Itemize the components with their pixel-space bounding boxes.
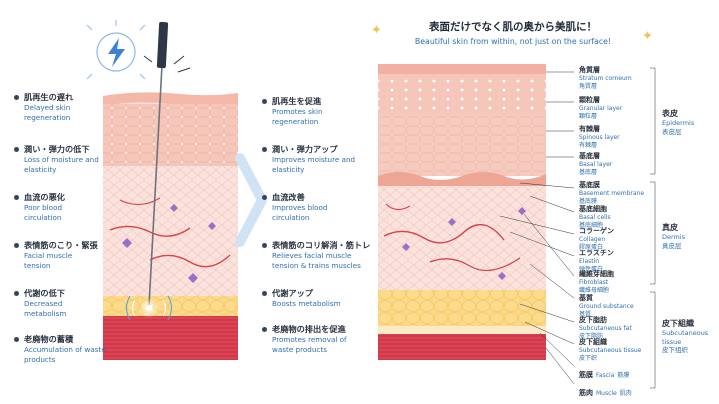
problem-list: 肌再生の遅れ Delayed skin regeneration 潤い・弾力の低… <box>14 0 114 404</box>
list-item: 表情筋のコリ解消・筋トレ Relieves facial muscle tens… <box>262 240 376 270</box>
group-label-epidermis: 表皮 Epidermis 表皮层 <box>662 109 695 136</box>
bullet-icon <box>262 291 267 296</box>
benefit-list: 肌再生を促進 Promotes skin regeneration 潤い・弾力ア… <box>262 0 372 404</box>
list-item: 代謝の低下 Decreased metabolism <box>14 288 90 318</box>
layer-label-fibroblast: 繊維芽細胞 Fibroblast 纖維母細胞 <box>579 270 614 294</box>
bullet-icon <box>262 147 267 152</box>
list-item: 老廃物の排出を促進 Promotes removal of waste prod… <box>262 324 364 354</box>
layer-label-basal: 基底層 Basal layer 基底層 <box>579 152 613 176</box>
layer-label-basement-membrane: 基底膜 Basement membrane 基底膜 <box>579 181 645 205</box>
left-skin-diagram <box>103 92 238 361</box>
layer-label-ground-substance: 基質 Ground substance 基質 <box>579 294 634 318</box>
list-item: 肌再生を促進 Promotes skin regeneration <box>262 96 348 126</box>
layer-label-granular: 顆粒層 Granular layer 顆粒層 <box>579 96 623 120</box>
bullet-icon <box>14 337 19 342</box>
list-item: 老廃物の蓄積 Accumulation of waste products <box>14 334 108 364</box>
list-item: 潤い・弾力アップ Improves moisture and elasticit… <box>262 144 364 174</box>
bullet-icon <box>262 327 267 332</box>
lightning-bolt-icon <box>86 20 146 80</box>
list-item: 代謝アップ Boosts metabolism <box>262 288 372 309</box>
page-title: 表面だけでなく肌の奥から美肌に！ <box>429 21 597 33</box>
sparkle-icon: ✦ <box>371 23 382 38</box>
layer-label-subcutaneous-tissue: 皮下組織 Subcutaneous tissue 皮下织 <box>579 338 642 362</box>
list-item: 潤い・弾力の低下 Loss of moisture and elasticity <box>14 144 108 174</box>
right-skin-diagram <box>378 64 546 360</box>
list-item: 血流改善 Improves blood circulation <box>262 192 352 222</box>
pointer-lines <box>499 67 656 389</box>
page-subtitle: Beautiful skin from within, not just on … <box>414 37 612 46</box>
bullet-icon <box>14 95 19 100</box>
bullet-icon <box>14 147 19 152</box>
bullet-icon <box>14 291 19 296</box>
layer-label-basal-cells: 基底細胞 Basal cells 基底細胞 <box>579 205 611 229</box>
bullet-icon <box>262 195 267 200</box>
list-item: 肌再生の遅れ Delayed skin regeneration <box>14 92 104 122</box>
group-label-dermis: 真皮 Dermis 真皮层 <box>662 223 686 250</box>
group-label-subcutaneous-tissue: 皮下組織 Subcutaneous tissue 皮下组织 <box>662 319 709 354</box>
layer-label-elastin: エラスチン Elastin 弹性蛋白 <box>579 249 614 273</box>
bullet-icon <box>14 195 19 200</box>
sparkle-icon: ✦ <box>642 29 653 44</box>
layer-label-spinous: 有棘層 Spinous layer 有棘層 <box>579 125 620 149</box>
bullet-icon <box>262 99 267 104</box>
needle-probe-icon <box>126 21 191 321</box>
bullet-icon <box>14 243 19 248</box>
layer-label-stratum-corneum: 角質層 Stratum corneum 角質層 <box>579 66 632 90</box>
list-item: 表情筋のこり・緊張 Facial muscle tension <box>14 240 98 270</box>
bullet-icon <box>262 243 267 248</box>
chevron-right-arrow <box>235 153 267 247</box>
list-item: 血流の悪化 Poor blood circulation <box>14 192 90 222</box>
layer-label-subcutaneous-fat: 皮下脂肪 Subcutaneous fat 皮下脂肪 <box>579 316 632 340</box>
layer-label-collagen: コラーゲン Collagen 膠原蛋白 <box>579 227 614 251</box>
